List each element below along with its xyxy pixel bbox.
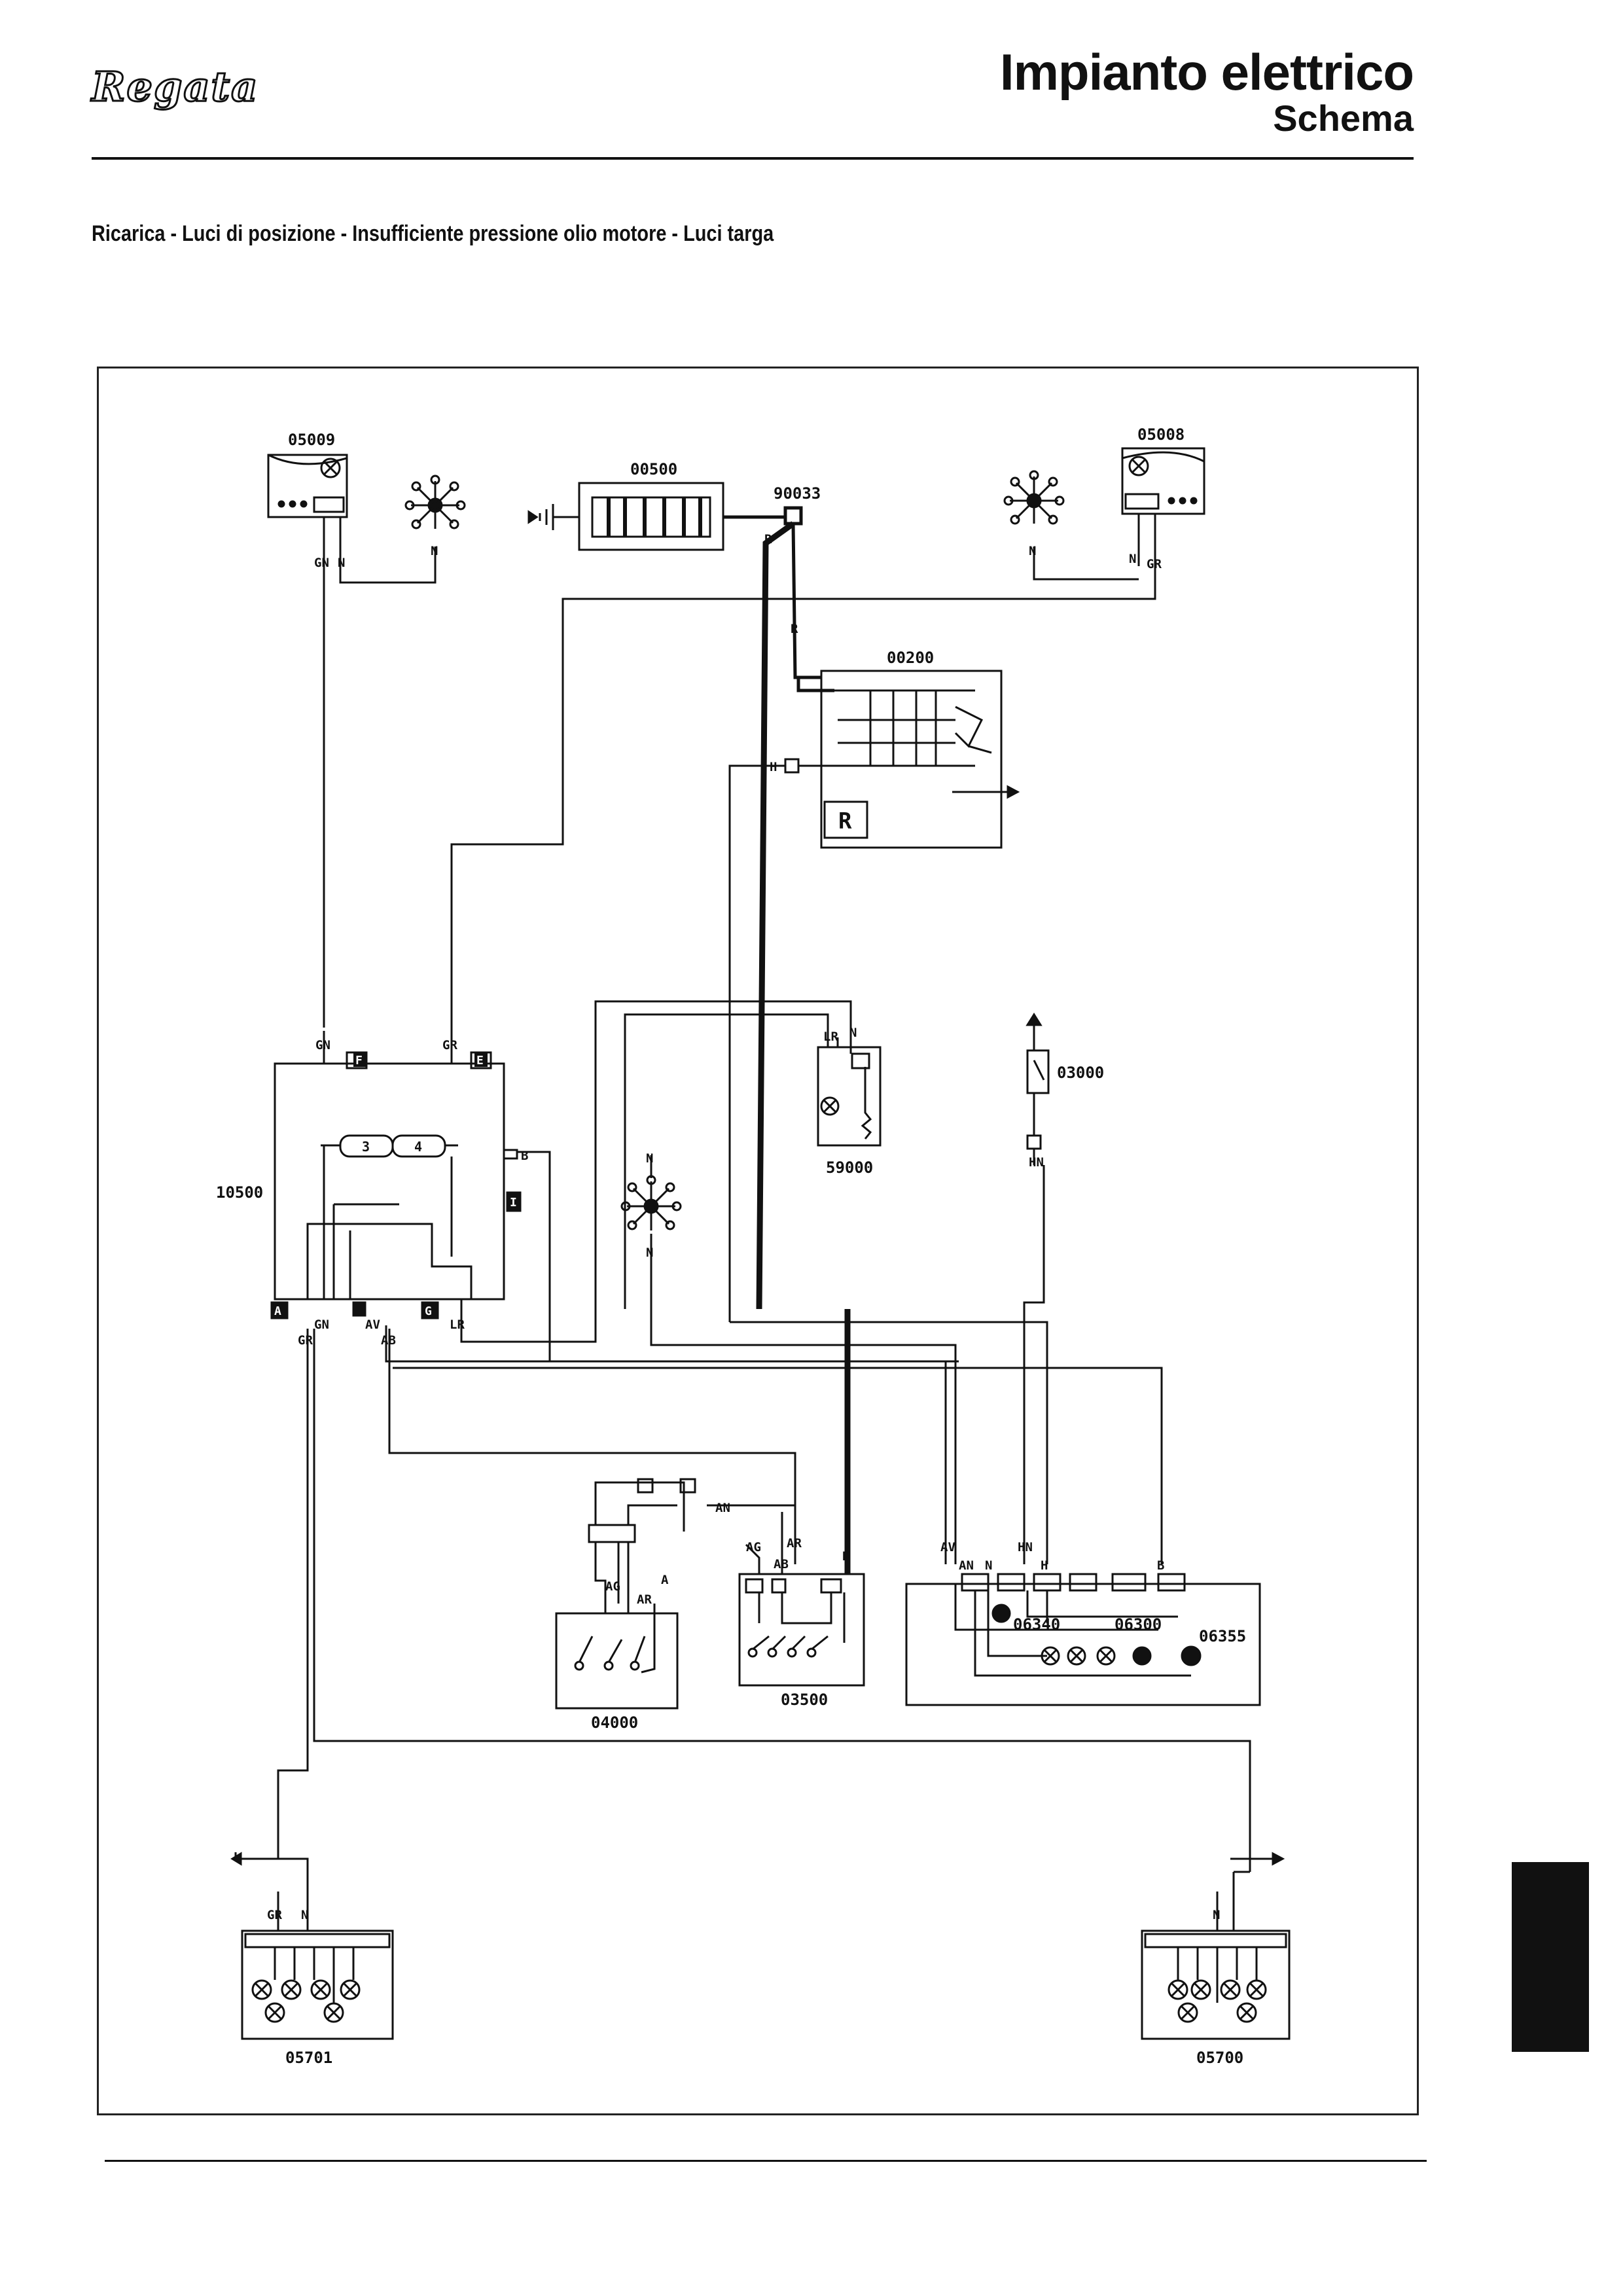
- oil-pressure-sender: [817, 1046, 882, 1147]
- wire-n-star-left: N: [431, 544, 438, 558]
- rear-light-right: [1141, 1929, 1291, 2040]
- wire-a-04000: A: [661, 1573, 669, 1587]
- wire-ab-03500: AB: [774, 1557, 789, 1571]
- label-10500: 10500: [216, 1183, 263, 1202]
- alternator: [820, 670, 1020, 849]
- label-05008: 05008: [1137, 425, 1185, 444]
- wire-av-bottom: AV: [365, 1318, 380, 1332]
- wire-an-harness: AN: [715, 1501, 730, 1515]
- wire-n-cluster: N: [985, 1558, 992, 1573]
- battery: [527, 482, 785, 551]
- instrument-cluster: [905, 1573, 1261, 1706]
- ground-star-left: [404, 475, 466, 529]
- label-06340: 06340: [1013, 1615, 1060, 1634]
- title-main: Impianto elettrico: [999, 43, 1414, 101]
- section-tab: [1512, 1862, 1589, 2052]
- label-05700: 05700: [1196, 2049, 1243, 2067]
- wire-n-05008: N: [1129, 552, 1136, 566]
- wire-hn-03000: HN: [1029, 1155, 1044, 1170]
- wire-n-05700: N: [1213, 1908, 1220, 1922]
- label-00500: 00500: [630, 460, 677, 478]
- wire-r-90033-b: R: [791, 622, 798, 636]
- wire-ar-04000: AR: [637, 1592, 652, 1607]
- connector-a: A: [274, 1304, 281, 1318]
- fuse-4-label: 4: [414, 1139, 422, 1155]
- label-90033: 90033: [774, 484, 821, 503]
- wire-n-05701: N: [301, 1908, 308, 1922]
- connector-g: G: [425, 1304, 432, 1318]
- wire-r-90033-a: R: [764, 532, 772, 547]
- title-sub: Schema: [1273, 97, 1414, 139]
- ignition-switch: [555, 1524, 679, 1710]
- footer-rule: [105, 2160, 1427, 2162]
- label-00200: 00200: [887, 649, 934, 667]
- diagram-frame: [97, 367, 1419, 2115]
- wire-hn-cluster: HN: [1018, 1540, 1033, 1554]
- wire-gr-05008: GR: [1147, 557, 1162, 571]
- wire-n-59000: N: [849, 1026, 857, 1040]
- switch-03000: [1023, 1013, 1050, 1564]
- wire-n-star-right: N: [1029, 544, 1036, 558]
- rear-light-left: [241, 1929, 394, 2040]
- wire-r-03500: R: [842, 1549, 850, 1564]
- fuse-box: [270, 1051, 522, 1319]
- lights-switch: [738, 1573, 865, 1687]
- wire-av-cluster: AV: [940, 1540, 955, 1554]
- regata-logo: Regata: [90, 62, 259, 112]
- wire-b-fusebox: B: [521, 1149, 528, 1163]
- wire-n-star-center-b: N: [646, 1246, 653, 1260]
- wire-n-star-center-a: N: [646, 1151, 653, 1166]
- wire-gr-e: GR: [442, 1038, 457, 1052]
- label-03000: 03000: [1057, 1064, 1104, 1082]
- wire-n-05009: N: [338, 556, 345, 570]
- wire-h-cluster: H: [1041, 1558, 1048, 1573]
- header-rule: [92, 157, 1414, 160]
- connector-i: I: [510, 1196, 517, 1210]
- ground-star-right: [1003, 470, 1065, 525]
- front-light-right: [1121, 447, 1205, 515]
- wire-ag-03500: AG: [746, 1540, 761, 1554]
- label-03500: 03500: [781, 1691, 828, 1709]
- regulator-label: R: [838, 808, 852, 834]
- wire-lr-bottom: LR: [450, 1318, 465, 1332]
- wire-h-alternator: H: [770, 760, 777, 774]
- wire-an-cluster: AN: [959, 1558, 974, 1573]
- connector-f: F: [355, 1054, 363, 1067]
- junction-90033: [783, 506, 803, 526]
- alternator-h-terminal: [784, 758, 800, 774]
- label-04000: 04000: [591, 1713, 638, 1732]
- section-title: Ricarica - Luci di posizione - Insuffici…: [92, 221, 774, 246]
- ground-star-center: [620, 1175, 682, 1230]
- front-light-left: [267, 454, 348, 518]
- fuse-3-label: 3: [362, 1139, 370, 1155]
- wire-ab-bottom: AB: [381, 1333, 396, 1348]
- wire-gr-05701: GR: [267, 1908, 282, 1922]
- label-05009: 05009: [288, 431, 335, 449]
- wire-ar-03500: AR: [787, 1536, 802, 1551]
- wire-ag-04000: AG: [605, 1579, 620, 1594]
- wire-gn-05009: GN: [314, 556, 329, 570]
- page-title: Impianto elettrico Schema: [999, 43, 1414, 139]
- label-06355: 06355: [1199, 1627, 1246, 1645]
- wire-b-cluster: B: [1157, 1558, 1164, 1573]
- label-06300: 06300: [1115, 1615, 1162, 1634]
- wire-lr-59000: LR: [823, 1030, 838, 1044]
- wire-gn-bottom: GN: [314, 1318, 329, 1332]
- wire-gr-bottom: GR: [298, 1333, 313, 1348]
- label-05701: 05701: [285, 2049, 332, 2067]
- wire-gn-f: GN: [315, 1038, 330, 1052]
- label-59000: 59000: [826, 1158, 873, 1177]
- connector-e: E: [476, 1054, 484, 1067]
